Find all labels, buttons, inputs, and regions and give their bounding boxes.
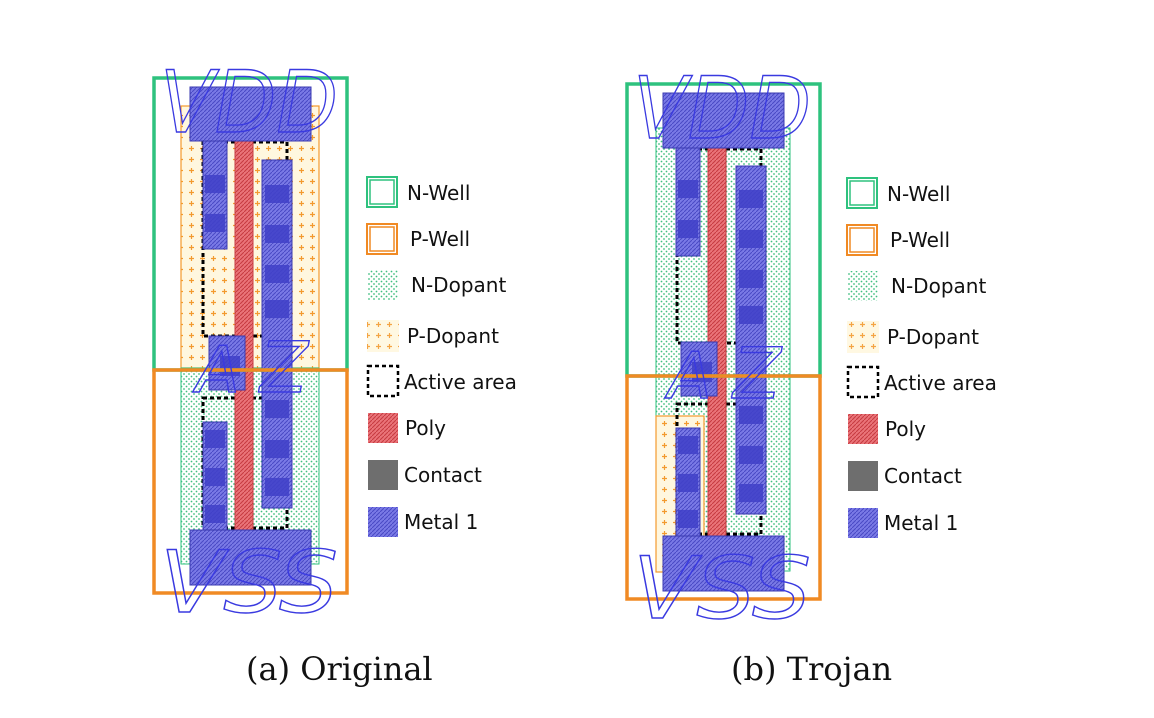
legend-swatch-active — [366, 364, 400, 398]
legend-label-p-dopant: P-Dopant — [887, 325, 979, 349]
input-pin-label: A — [664, 340, 712, 414]
legend-swatch-contact — [368, 460, 398, 490]
output-pin-label: Z — [731, 333, 783, 415]
legend-label-active-area: Active area — [884, 371, 997, 395]
input-pin-label: A — [192, 334, 240, 408]
vdd-label: VDD — [633, 59, 811, 159]
legend-trojan — [846, 177, 880, 538]
legend-label-poly: Poly — [405, 416, 446, 440]
legend-swatch-n-well — [366, 176, 398, 208]
legend-label-metal1: Metal 1 — [884, 511, 959, 535]
legend-swatch-p-dopant — [847, 321, 879, 353]
caption-trojan: (b) Trojan — [731, 650, 893, 688]
caption-original: (a) Original — [246, 650, 433, 688]
legend-label-n-dopant: N-Dopant — [411, 273, 507, 297]
legend-swatch-p-well — [846, 224, 878, 256]
output-pin-label: Z — [258, 327, 310, 409]
poly-gate — [707, 131, 727, 545]
vss-label: VSS — [160, 533, 338, 633]
contacts — [678, 180, 763, 528]
legend-label-p-dopant: P-Dopant — [407, 324, 499, 348]
legend-swatch-poly — [848, 414, 878, 444]
metal-vss-rail — [662, 535, 785, 592]
vdd-label: VDD — [160, 53, 338, 153]
legend-swatch-n-dopant — [368, 270, 398, 300]
legend-label-p-well: P-Well — [890, 228, 951, 252]
legend-label-poly: Poly — [885, 417, 926, 441]
metal-left-top — [675, 147, 701, 257]
metal-left-top — [202, 140, 228, 250]
metal-vdd-rail — [189, 86, 312, 142]
legend-swatch-p-well — [366, 223, 398, 255]
panel-trojan: VDD VSS Z A — [625, 58, 822, 640]
vss-label: VSS — [633, 539, 811, 639]
panel-original: VDD VSS Z A — [152, 52, 349, 634]
legend-swatch-n-dopant — [848, 271, 878, 301]
legend-label-contact: Contact — [884, 464, 962, 488]
metal-vss-rail — [189, 529, 312, 586]
legend-label-metal1: Metal 1 — [404, 510, 479, 534]
legend-swatch-p-dopant — [367, 320, 399, 352]
legend-label-active-area: Active area — [404, 370, 517, 394]
legend-swatch-contact — [848, 461, 878, 491]
legend-label-n-dopant: N-Dopant — [891, 274, 987, 298]
legend-label-p-well: P-Well — [410, 227, 471, 251]
metal-vdd-rail — [662, 92, 785, 149]
legend-swatch-n-well — [846, 177, 878, 209]
legend-label-n-well: N-Well — [407, 181, 471, 205]
legend-original — [366, 176, 400, 537]
legend-swatch-metal1 — [368, 507, 398, 537]
legend-label-n-well: N-Well — [887, 182, 951, 206]
p-well — [152, 368, 349, 595]
p-well — [625, 374, 822, 601]
legend-swatch-metal1 — [848, 508, 878, 538]
legend-label-contact: Contact — [404, 463, 482, 487]
legend-swatch-poly — [368, 413, 398, 443]
legend-swatch-active — [846, 365, 880, 399]
